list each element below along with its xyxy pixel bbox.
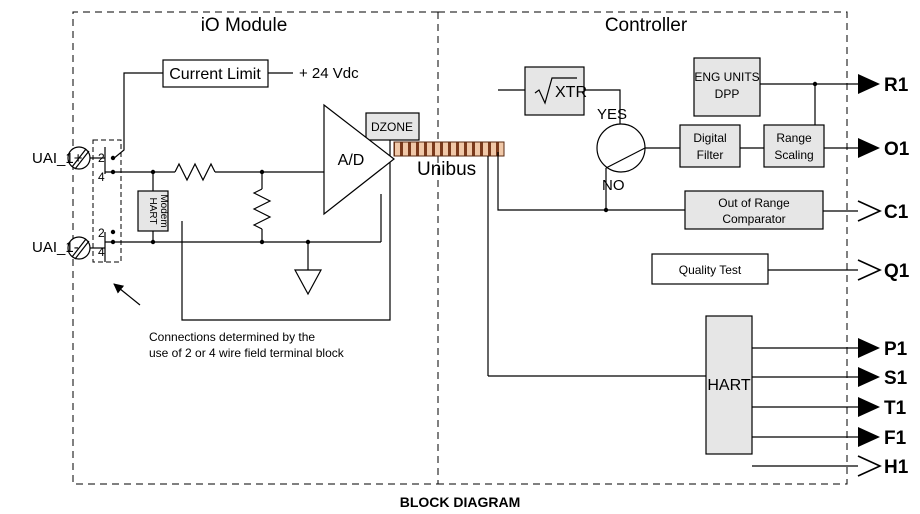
- supply-label: + 24 Vdc: [299, 65, 359, 82]
- hart-block: HART: [705, 315, 753, 455]
- controller-frame: [438, 11, 848, 485]
- svg-text:Scaling: Scaling: [774, 148, 813, 162]
- note-line-1: Connections determined by the: [149, 330, 315, 344]
- no-label: NO: [602, 177, 625, 194]
- terminal-uai-minus: [67, 236, 91, 260]
- pin-4-bottom: 4: [98, 245, 105, 259]
- xtr-block: XTR: [524, 66, 587, 116]
- output-lines: [752, 83, 858, 467]
- arrow-t1: [858, 397, 880, 417]
- svg-text:Modem: Modem: [158, 194, 169, 227]
- diagram-caption: BLOCK DIAGRAM: [400, 494, 521, 510]
- terminal-label-plus: UAI_1+: [32, 150, 83, 167]
- svg-text:Filter: Filter: [697, 148, 724, 162]
- ad-converter: A/D: [323, 103, 395, 216]
- arrow-p1: [858, 338, 880, 358]
- svg-text:Out of Range: Out of Range: [718, 196, 790, 210]
- arrow-c1: [857, 200, 882, 222]
- unibus-label: Unibus: [417, 159, 476, 180]
- controller-wiring: [487, 83, 816, 377]
- out-of-range-block: Out of Range Comparator: [684, 190, 824, 230]
- eng-units-block: ENG UNITS DPP: [693, 57, 761, 117]
- io-wiring: [90, 72, 391, 321]
- output-h1: H1: [884, 457, 909, 478]
- svg-text:HART: HART: [147, 197, 158, 224]
- io-module-title: iO Module: [201, 15, 288, 36]
- terminal-label-minus: UAI_1-: [32, 239, 79, 256]
- digital-filter-block: Digital Filter: [679, 124, 741, 168]
- arrow-h1: [857, 455, 882, 477]
- svg-text:Comparator: Comparator: [722, 212, 785, 226]
- pin-2-bottom: 2: [98, 226, 105, 240]
- quality-test-block: Quality Test: [651, 253, 769, 285]
- svg-text:Quality Test: Quality Test: [679, 263, 742, 277]
- output-f1: F1: [884, 428, 907, 449]
- arrow-q1: [857, 259, 882, 281]
- terminal-block: [92, 139, 122, 263]
- svg-text:DZONE: DZONE: [371, 120, 413, 134]
- arrow-r1: [858, 74, 880, 94]
- svg-text:Current Limit: Current Limit: [169, 66, 261, 83]
- hart-modem-block: HART Modem: [137, 190, 169, 232]
- svg-text:HART: HART: [707, 377, 750, 394]
- output-o1: O1: [884, 139, 910, 160]
- arrow-o1: [858, 138, 880, 158]
- svg-text:A/D: A/D: [338, 152, 365, 169]
- dzone-block: DZONE: [365, 112, 420, 141]
- svg-text:Range: Range: [776, 131, 812, 145]
- pin-4-top: 4: [98, 170, 105, 184]
- note-line-2: use of 2 or 4 wire field terminal block: [149, 346, 345, 360]
- yes-label: YES: [597, 106, 627, 123]
- svg-text:ENG UNITS: ENG UNITS: [694, 70, 759, 84]
- arrow-s1: [858, 367, 880, 387]
- svg-text:XTR: XTR: [555, 84, 587, 101]
- range-scaling-block: Range Scaling: [763, 124, 825, 168]
- output-r1: R1: [884, 75, 909, 96]
- current-limit-block: Current Limit: [162, 59, 269, 88]
- unibus-bar: [393, 141, 505, 157]
- svg-text:Digital: Digital: [693, 131, 726, 145]
- output-t1: T1: [884, 398, 907, 419]
- arrow-f1: [858, 427, 880, 447]
- output-q1: Q1: [884, 261, 910, 282]
- controller-title: Controller: [605, 15, 688, 36]
- note-arrow: [113, 283, 141, 306]
- output-p1: P1: [884, 339, 908, 360]
- output-c1: C1: [884, 202, 909, 223]
- yes-no-switch: [596, 123, 646, 173]
- svg-text:DPP: DPP: [715, 87, 740, 101]
- output-s1: S1: [884, 368, 908, 389]
